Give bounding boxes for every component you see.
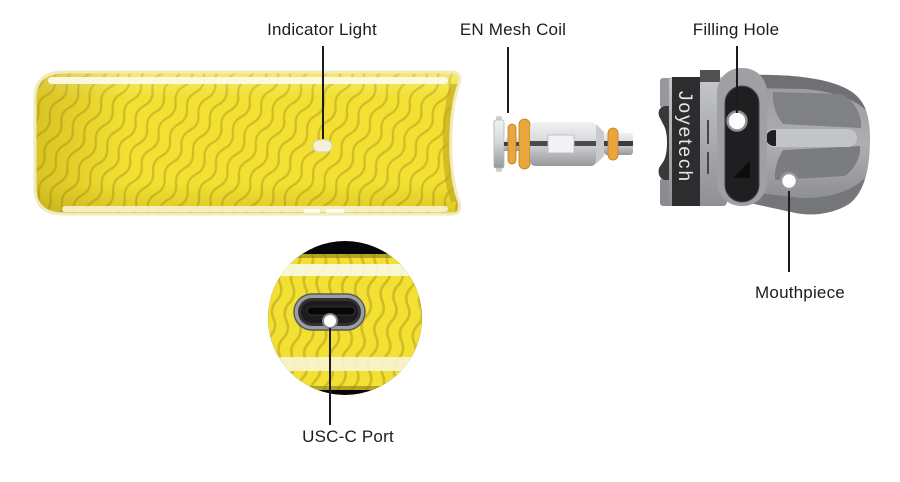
- coil-taper: [596, 124, 604, 164]
- label-usb-port: USC-C Port: [302, 427, 394, 446]
- leader-line-coil: [507, 47, 509, 113]
- cover-triangle: [733, 161, 750, 178]
- coil-flange: [493, 119, 505, 169]
- leader-line-mouthpiece: [788, 191, 790, 272]
- device-left-shading: [35, 72, 460, 214]
- fill-level-mark: [707, 120, 709, 144]
- pod-top-step: [700, 70, 720, 82]
- pod-label-band: [672, 77, 700, 206]
- leader-line-filling: [736, 46, 738, 113]
- coil-pin-line: [604, 141, 633, 146]
- indicator-light: [312, 139, 333, 153]
- coil-slot: [547, 134, 575, 154]
- leader-line-usb: [329, 328, 331, 425]
- airflow-slot-cover: [776, 129, 790, 147]
- port-center-dot: [322, 313, 338, 329]
- filling-hole: [726, 110, 748, 132]
- device-open-end-wall: [442, 84, 459, 202]
- edge-shadow: [268, 254, 422, 258]
- label-mesh-coil: EN Mesh Coil: [459, 20, 567, 39]
- label-mouthpiece: Mouthpiece: [755, 283, 845, 302]
- usb-port-closeup: [268, 241, 422, 395]
- edge-shadow: [268, 386, 422, 390]
- coil-oring: [507, 123, 517, 165]
- label-indicator-light: Indicator Light: [267, 20, 377, 39]
- coil-oring: [607, 127, 619, 161]
- highlight-stripe: [268, 357, 422, 371]
- device-rim: [33, 70, 462, 216]
- coil-illustration: [493, 116, 633, 172]
- mouthpiece-hole: [779, 171, 799, 191]
- mouthpiece-inner-top: [772, 92, 861, 128]
- mouthpiece-top-band: [750, 74, 866, 110]
- brand-logo-text: Joyetech: [674, 91, 695, 183]
- top-highlight: [48, 77, 448, 84]
- mouthpiece-inner-bottom: [774, 146, 860, 180]
- highlight-stripe: [268, 264, 422, 276]
- pod-illustration: Joyetech: [658, 68, 870, 215]
- filling-hole-cover: [724, 85, 760, 203]
- leader-line-indicator: [322, 46, 324, 139]
- label-filling-hole: Filling Hole: [692, 20, 780, 39]
- bottom-highlight: [62, 206, 448, 212]
- mouthpiece-bottom-band: [750, 178, 865, 215]
- fill-level-mark: [707, 152, 709, 174]
- coil-oring: [518, 118, 531, 170]
- device-body-illustration: [33, 70, 462, 216]
